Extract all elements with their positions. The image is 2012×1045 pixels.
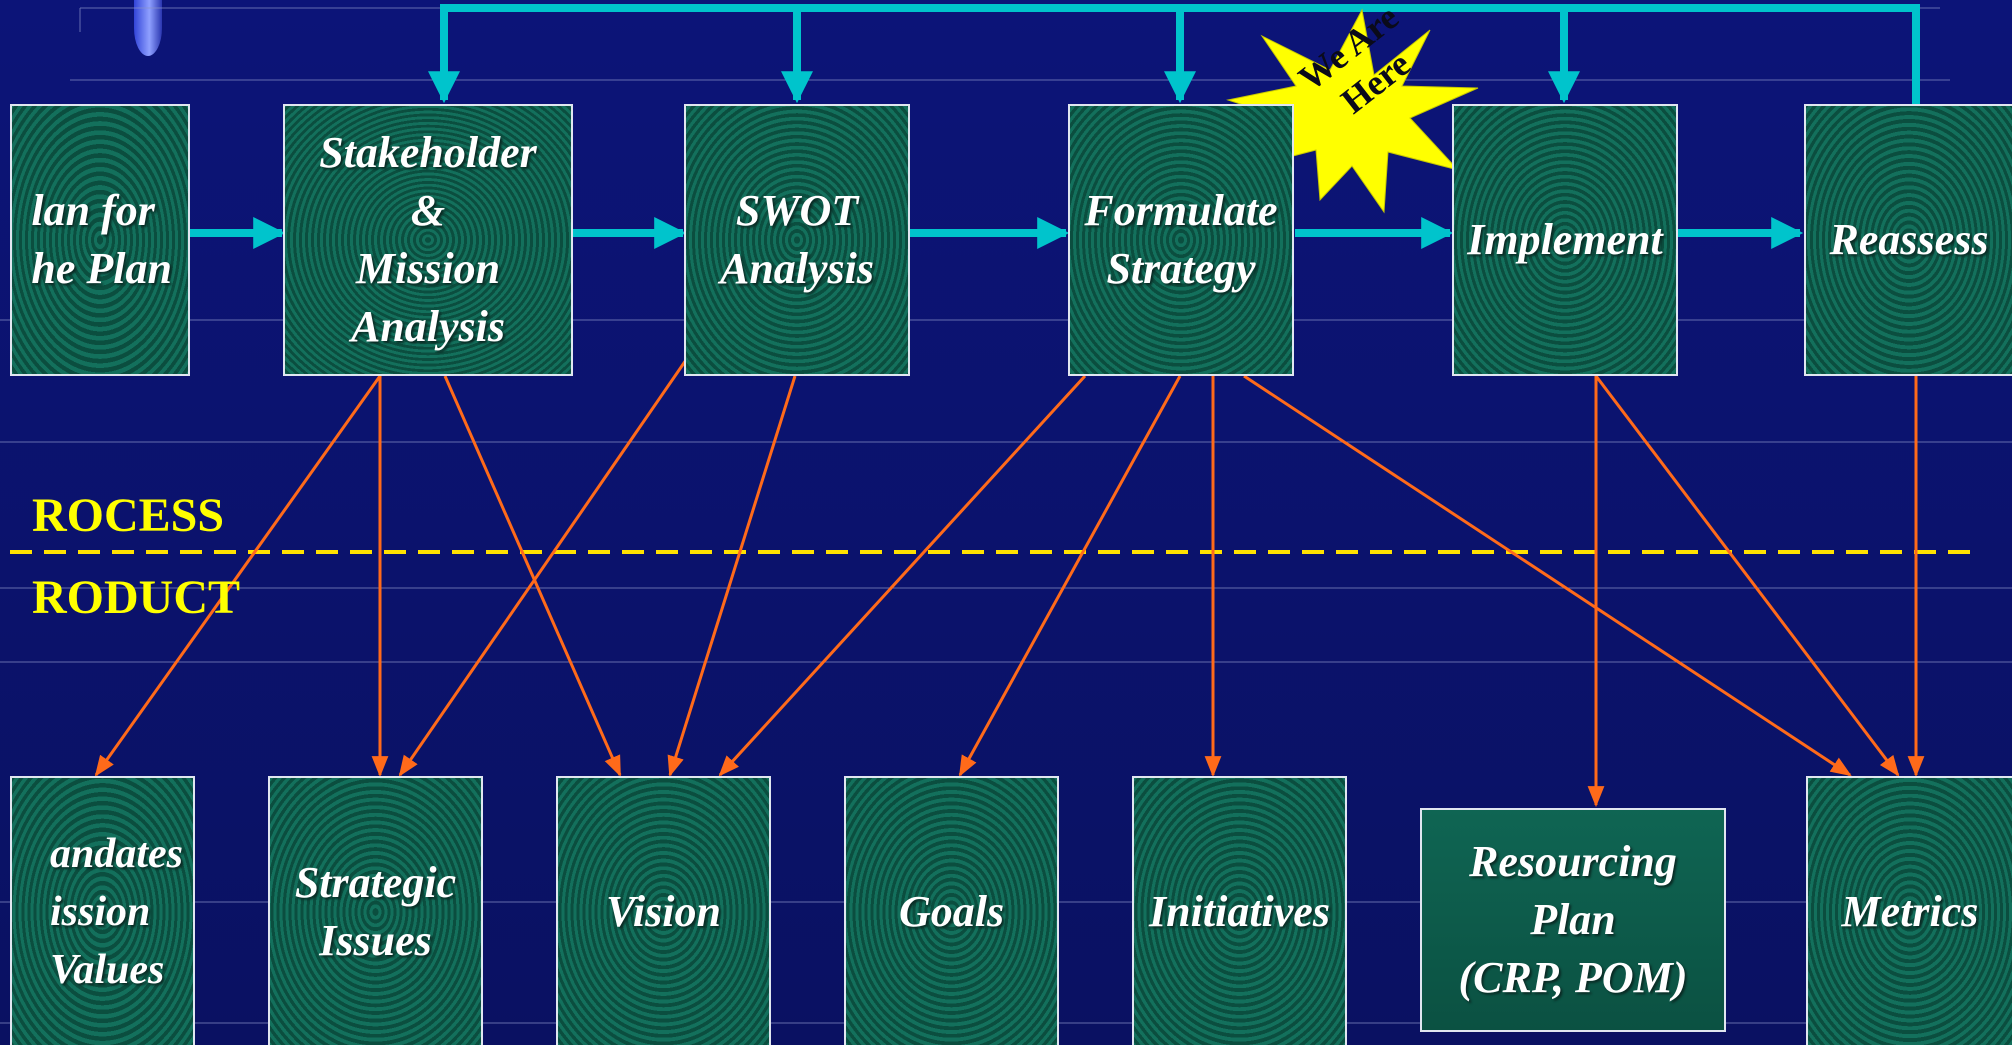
process-step-plan-for-the-plan: lan for he Plan	[10, 104, 190, 376]
product-label-text: Initiatives	[1149, 887, 1330, 936]
process-step-stakeholder-mission-analysis: Stakeholder & Mission Analysis	[283, 104, 573, 376]
process-step-label: lan for he Plan	[31, 186, 172, 293]
product-arrows	[94, 359, 1925, 808]
product-label-text: Resourcing Plan (CRP, POM)	[1458, 837, 1688, 1002]
bullet-decoration	[134, 0, 162, 56]
product-mandates-mission-values: andates ission Values	[10, 776, 195, 1045]
process-step-reassess: Reassess	[1804, 104, 2012, 376]
feedback-loop	[428, 4, 1920, 105]
process-step-label: Formulate Strategy	[1084, 186, 1278, 293]
we-are-here-starburst	[1226, 8, 1479, 214]
product-label-text: andates ission Values	[49, 831, 183, 993]
process-label: ROCESS	[32, 489, 225, 542]
product-label-text: Goals	[898, 887, 1005, 936]
product-label-text: Strategic Issues	[294, 858, 457, 965]
product-label-text: Vision	[606, 887, 721, 936]
process-step-label: Reassess	[1829, 215, 1989, 264]
process-step-label: Implement	[1467, 215, 1663, 264]
product-goals: Goals	[844, 776, 1059, 1045]
process-step-label: SWOT Analysis	[719, 186, 875, 293]
product-vision: Vision	[556, 776, 771, 1045]
product-label-text: Metrics	[1841, 887, 1979, 936]
product-resourcing-plan: Resourcing Plan (CRP, POM)	[1420, 808, 1726, 1032]
process-step-implement: Implement	[1452, 104, 1678, 376]
product-strategic-issues: Strategic Issues	[268, 776, 483, 1045]
process-step-formulate-strategy: Formulate Strategy	[1068, 104, 1294, 376]
we-are-here-text: We Are Here	[1291, 0, 1418, 122]
process-step-swot-analysis: SWOT Analysis	[684, 104, 910, 376]
product-metrics: Metrics	[1806, 776, 2012, 1045]
product-label: RODUCT	[32, 571, 241, 624]
product-initiatives: Initiatives	[1132, 776, 1347, 1045]
process-step-label: Stakeholder & Mission Analysis	[319, 128, 537, 351]
